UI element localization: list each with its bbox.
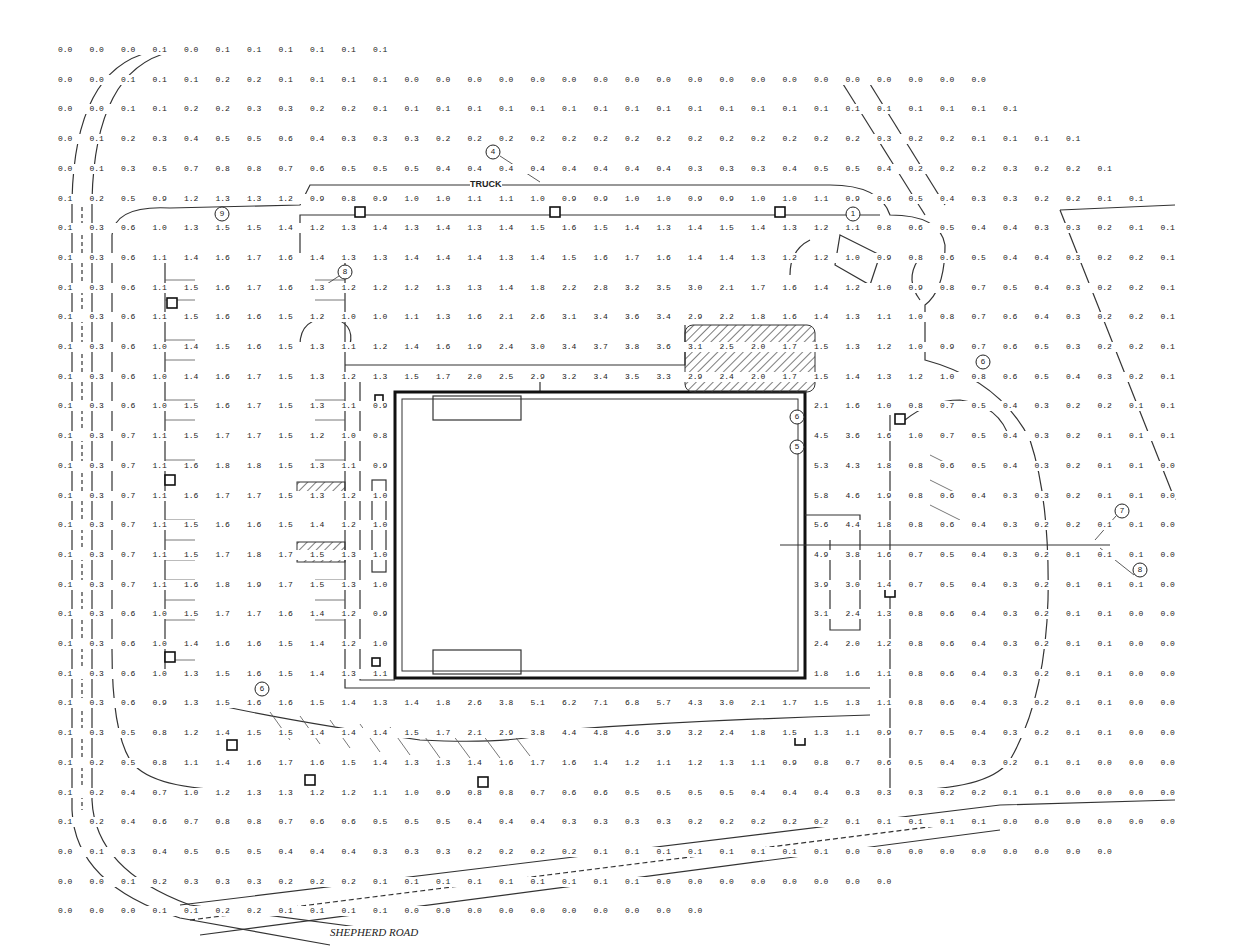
callout-number: 1 (851, 209, 855, 219)
callout-number: 6 (795, 412, 799, 422)
road-median (190, 818, 1000, 920)
illuminance-values: 0.0 0.0 0.0 0.1 0.0 0.1 0.1 0.1 0.1 0.1 … (58, 45, 387, 55)
illuminance-values: 0.1 0.3 0.7 1.1 1.5 1.7 1.8 1.7 1.5 1.3 … (58, 550, 387, 560)
illuminance-values: 3.9 3.0 1.4 0.7 0.5 0.4 0.3 0.2 0.1 0.1 … (814, 580, 1175, 590)
wall-light (372, 658, 380, 666)
illuminance-values: 5.8 4.6 1.9 0.8 0.6 0.4 0.3 0.3 0.2 0.1 … (814, 491, 1175, 501)
illuminance-values: 0.1 0.2 0.4 0.6 0.7 0.8 0.8 0.7 0.6 0.6 … (58, 817, 1175, 827)
curb-island (912, 260, 920, 300)
illuminance-values: 0.1 0.2 0.5 0.8 1.1 1.4 1.6 1.7 1.6 1.5 … (58, 758, 1175, 768)
light-pole (775, 207, 785, 217)
illuminance-values: 0.1 0.3 0.6 0.9 1.3 1.5 1.6 1.6 1.5 1.4 … (58, 698, 1175, 708)
callout-circle (790, 440, 804, 454)
illuminance-values: 0.1 0.3 0.6 1.0 1.4 1.6 1.7 1.5 1.3 1.2 … (58, 372, 1175, 382)
entrance-canopy (433, 650, 521, 674)
illuminance-values: 0.1 0.3 0.6 1.0 1.4 1.6 1.6 1.5 1.4 1.2 … (58, 639, 387, 649)
illuminance-values: 4.5 3.6 1.6 1.0 0.7 0.5 0.4 0.3 0.2 0.1 … (814, 431, 1175, 441)
illuminance-values: 2.1 1.6 1.0 0.8 0.7 0.5 0.4 0.3 0.2 0.2 … (814, 401, 1175, 411)
illuminance-values: 0.0 0.0 0.1 0.1 0.2 0.2 0.3 0.3 0.2 0.2 … (58, 104, 1017, 114)
illuminance-values: 0.1 0.3 0.7 1.1 1.6 1.8 1.9 1.7 1.5 1.3 … (58, 580, 387, 590)
light-pole (355, 207, 365, 217)
hatched-area (685, 325, 815, 392)
illuminance-values: 0.0 0.0 0.1 0.1 0.1 0.2 0.2 0.1 0.1 0.1 … (58, 75, 986, 85)
street-name: SHEPHERD ROAD (330, 926, 418, 938)
light-pole (895, 414, 905, 424)
light-pole (305, 775, 315, 785)
light-pole (227, 740, 237, 750)
illuminance-values: 0.1 0.3 0.6 1.0 1.4 1.5 1.6 1.5 1.3 1.1 … (58, 342, 1175, 352)
illuminance-values: 0.1 0.3 0.7 1.1 1.5 1.7 1.7 1.5 1.2 1.0 … (58, 431, 387, 441)
callout-circle (338, 265, 352, 279)
illuminance-values: 1.8 1.6 1.1 0.8 0.6 0.4 0.3 0.2 0.1 0.1 … (814, 669, 1175, 679)
illuminance-values: 0.0 0.0 0.0 0.1 0.1 0.2 0.2 0.1 0.1 0.1 … (58, 906, 702, 916)
callout-circle (1115, 504, 1129, 518)
illuminance-values: 0.1 0.2 0.5 0.9 1.2 1.3 1.3 1.2 0.9 0.8 … (58, 194, 1143, 204)
illuminance-values: 4.9 3.8 1.6 0.7 0.5 0.4 0.3 0.2 0.1 0.1 … (814, 550, 1175, 560)
callout-circle (255, 682, 269, 696)
illuminance-values: 0.1 0.3 0.5 0.8 1.2 1.4 1.5 1.5 1.4 1.4 … (58, 728, 1175, 738)
callout-circle (1133, 563, 1147, 577)
illuminance-values: 0.0 0.0 0.1 0.2 0.3 0.3 0.3 0.2 0.2 0.2 … (58, 877, 891, 887)
illuminance-values: 0.0 0.1 0.2 0.3 0.4 0.5 0.5 0.6 0.4 0.3 … (58, 134, 1080, 144)
light-pole (478, 777, 488, 787)
illuminance-values: 0.1 0.3 0.6 1.0 1.3 1.5 1.5 1.4 1.2 1.3 … (58, 223, 1175, 233)
callout-number: 5 (795, 442, 799, 452)
entrance-canopy (433, 396, 521, 420)
callout-number: 8 (1138, 565, 1142, 575)
illuminance-values: 3.1 2.4 1.3 0.8 0.6 0.4 0.3 0.2 0.1 0.1 … (814, 609, 1175, 619)
illuminance-values: 0.1 0.3 0.7 1.1 1.5 1.6 1.6 1.5 1.4 1.2 … (58, 520, 387, 530)
illuminance-values: 0.1 0.3 0.6 1.0 1.5 1.7 1.7 1.6 1.4 1.2 … (58, 609, 387, 619)
callout-circle (976, 355, 990, 369)
illuminance-values: 0.1 0.3 0.6 1.0 1.3 1.5 1.6 1.5 1.4 1.3 … (58, 669, 387, 679)
light-pole (167, 298, 177, 308)
illuminance-values: 0.1 0.3 0.6 1.1 1.5 1.6 1.6 1.5 1.2 1.0 … (58, 312, 1175, 322)
illuminance-values: 5.3 4.3 1.8 0.8 0.6 0.5 0.4 0.3 0.2 0.1 … (814, 461, 1175, 471)
callout-circle (215, 207, 229, 221)
illuminance-values: 0.0 0.1 0.3 0.5 0.7 0.8 0.8 0.7 0.6 0.5 … (58, 164, 1112, 174)
illuminance-values: 0.1 0.2 0.4 0.7 1.0 1.2 1.3 1.3 1.2 1.2 … (58, 788, 1175, 798)
callout-number: 4 (491, 147, 495, 157)
illuminance-values: 0.1 0.3 0.7 1.1 1.6 1.7 1.7 1.5 1.3 1.2 … (58, 491, 387, 501)
callout-number: 8 (343, 267, 347, 277)
illuminance-values: 2.4 2.0 1.2 0.8 0.6 0.4 0.3 0.2 0.1 0.1 … (814, 639, 1175, 649)
illuminance-values: 0.1 0.3 0.6 1.1 1.5 1.6 1.7 1.6 1.3 1.2 … (58, 283, 1175, 293)
light-pole (165, 652, 175, 662)
callout-circle (790, 410, 804, 424)
callout-circle (486, 145, 500, 159)
property-line (1060, 205, 1175, 210)
light-pole (165, 475, 175, 485)
illuminance-values: 0.1 0.3 0.6 1.0 1.5 1.6 1.7 1.5 1.3 1.1 … (58, 401, 387, 411)
light-pole (550, 207, 560, 217)
sidewalk (360, 380, 540, 392)
area-label: TRUCK (470, 179, 502, 189)
illuminance-values: 0.1 0.3 0.6 1.1 1.4 1.6 1.7 1.6 1.4 1.3 … (58, 253, 1175, 263)
callout-number: 9 (220, 209, 224, 219)
building-inner (402, 399, 798, 671)
illuminance-values: 0.1 0.3 0.7 1.1 1.6 1.8 1.8 1.5 1.3 1.1 … (58, 461, 387, 471)
callout-number: 7 (1120, 506, 1124, 516)
illuminance-values: 5.6 4.4 1.8 0.8 0.6 0.4 0.3 0.2 0.2 0.1 … (814, 520, 1175, 530)
callout-circle (846, 207, 860, 221)
drive-edge (780, 544, 1110, 545)
building (395, 392, 805, 678)
illuminance-values: 0.0 0.1 0.3 0.4 0.5 0.5 0.5 0.4 0.4 0.4 … (58, 847, 1112, 857)
callout-number: 6 (260, 684, 264, 694)
parking-lot (345, 672, 870, 688)
callout-number: 6 (981, 357, 985, 367)
